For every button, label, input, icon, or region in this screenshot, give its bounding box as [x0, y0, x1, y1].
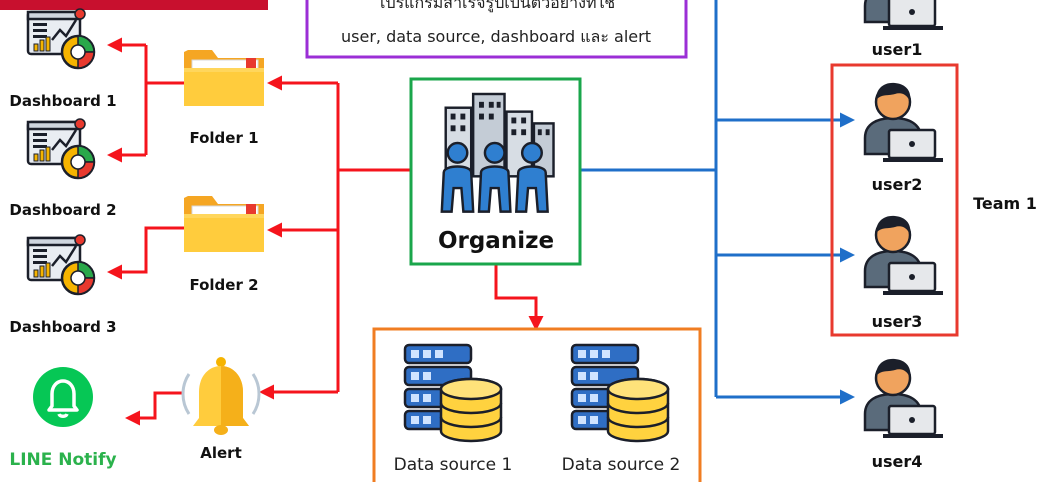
- user-1: user1: [863, 0, 945, 59]
- dashboard-1: Dashboard 1: [9, 7, 117, 110]
- user-4: user4: [863, 357, 945, 471]
- dashboard-icon: [26, 7, 96, 70]
- line-notify-label: LINE Notify: [9, 450, 116, 470]
- dashboard-icon: [26, 117, 96, 180]
- folder-2: Folder 2: [183, 195, 265, 294]
- blue-connectors: [580, 0, 855, 405]
- dashboard-2-label: Dashboard 2: [9, 201, 116, 219]
- folder-icon: [183, 195, 265, 253]
- alert-label: Alert: [200, 444, 242, 462]
- user-icon: [863, 214, 945, 297]
- note-box: [305, 0, 688, 59]
- dashboard-3-label: Dashboard 3: [9, 318, 116, 336]
- dashboard-2: Dashboard 2: [9, 117, 117, 219]
- folder-icon: [183, 49, 265, 107]
- dashboard-3: Dashboard 3: [9, 233, 117, 336]
- bell-icon: [181, 355, 261, 437]
- dashboard-1-label: Dashboard 1: [9, 92, 116, 110]
- user-icon: [863, 81, 945, 164]
- datasource-1-label: Data source 1: [394, 455, 513, 475]
- line-notify-bell-glyph: [47, 379, 79, 418]
- red-connectors: [107, 37, 544, 426]
- user-1-label: user1: [872, 40, 923, 59]
- line-notify-icon: [33, 367, 93, 427]
- user-icon: [863, 357, 945, 440]
- folder-1: Folder 1: [183, 49, 265, 147]
- line-notify-node: LINE Notify: [9, 367, 117, 470]
- folder-2-label: Folder 2: [189, 276, 258, 294]
- user-3-label: user3: [872, 312, 923, 331]
- folder-1-label: Folder 1: [189, 129, 258, 147]
- user-icon: [863, 0, 945, 32]
- user-4-label: user4: [872, 452, 923, 471]
- alert-node: Alert: [181, 355, 261, 462]
- organize-node: Organize: [409, 77, 582, 266]
- user-2-label: user2: [872, 175, 923, 194]
- dashboard-icon: [26, 233, 96, 296]
- note-line-2: user, data source, dashboard และ alert: [341, 27, 651, 46]
- datasource-group: Data source 1 Data source 2: [372, 327, 702, 482]
- team-1-label: Team 1: [973, 194, 1037, 213]
- user-2: user2: [863, 81, 945, 194]
- organize-label: Organize: [438, 228, 554, 254]
- team-1-box: [830, 63, 959, 337]
- user-3: user3: [863, 214, 945, 331]
- note-line-1: โปรแกรมสำเร็จรูปเป็นตัวอย่างที่ใช้: [377, 0, 616, 13]
- datasource-2-label: Data source 2: [562, 455, 681, 475]
- top-left-header-bar: [0, 0, 268, 10]
